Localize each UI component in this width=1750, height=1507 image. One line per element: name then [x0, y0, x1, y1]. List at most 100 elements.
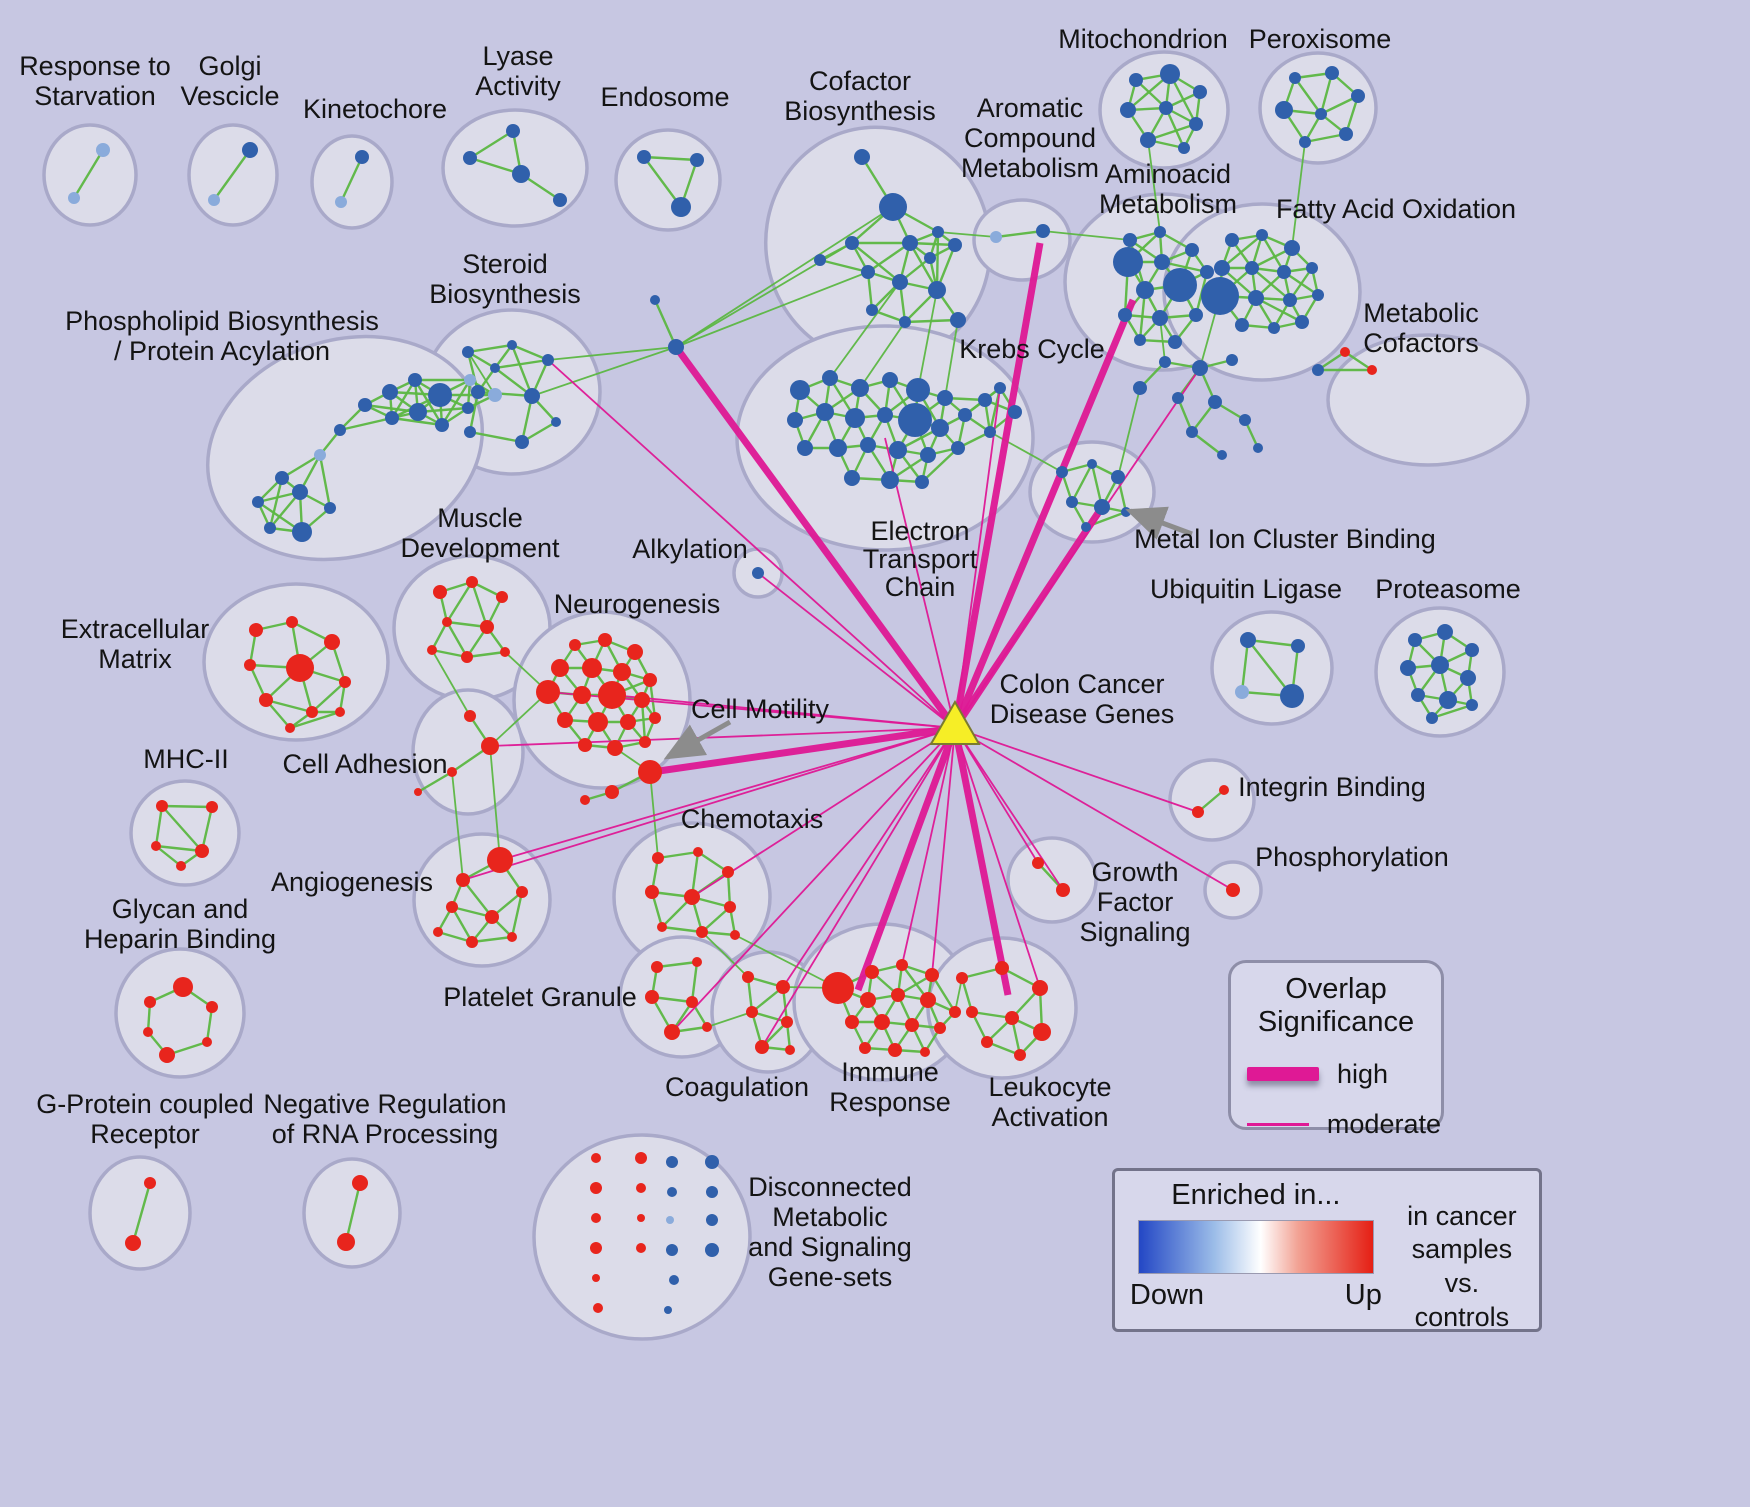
immune-response-node[interactable]: [874, 1014, 890, 1030]
phospholipid-biosynthesis-node[interactable]: [324, 502, 336, 514]
fatty-acid-oxidation-node[interactable]: [1312, 289, 1324, 301]
mitochondrion-node[interactable]: [1120, 102, 1136, 118]
immune-response-node[interactable]: [925, 968, 939, 982]
mhc-ii-node[interactable]: [195, 844, 209, 858]
proteasome-node[interactable]: [1460, 670, 1476, 686]
extracellular-matrix-node[interactable]: [339, 676, 351, 688]
disconnected-gene-sets-node[interactable]: [591, 1213, 601, 1223]
integrin-binding-node[interactable]: [1192, 806, 1204, 818]
metabolic-cofactors-node[interactable]: [1312, 364, 1324, 376]
steroid-biosynthesis-node[interactable]: [524, 388, 540, 404]
phospholipid-biosynthesis-node[interactable]: [435, 418, 449, 432]
chemotaxis-node[interactable]: [652, 852, 664, 864]
aromatic-compound-metabolism-node[interactable]: [990, 231, 1002, 243]
fatty-acid-oxidation-node[interactable]: [1268, 322, 1280, 334]
platelet-granule-node[interactable]: [686, 996, 698, 1008]
disconnected-gene-sets-node[interactable]: [635, 1152, 647, 1164]
cell-adhesion-node[interactable]: [464, 710, 476, 722]
steroid-biosynthesis-node[interactable]: [515, 435, 529, 449]
metabolic-cofactors-node[interactable]: [1367, 365, 1377, 375]
muscle-development-node[interactable]: [480, 620, 494, 634]
metabolic-tree-node[interactable]: [1217, 450, 1227, 460]
electron-transport-chain-node[interactable]: [845, 408, 865, 428]
mhc-ii-node[interactable]: [156, 800, 168, 812]
cofactor-biosynthesis-node[interactable]: [932, 226, 944, 238]
immune-response-node[interactable]: [859, 1042, 871, 1054]
glycan-heparin-binding-node[interactable]: [159, 1047, 175, 1063]
phosphorylation-node[interactable]: [1226, 883, 1240, 897]
neurogenesis-node[interactable]: [613, 663, 631, 681]
disconnected-gene-sets-node[interactable]: [664, 1306, 672, 1314]
angiogenesis-node[interactable]: [446, 901, 458, 913]
mitochondrion-node[interactable]: [1189, 117, 1203, 131]
disconnected-gene-sets-node[interactable]: [705, 1155, 719, 1169]
electron-transport-chain-node[interactable]: [958, 408, 972, 422]
disconnected-gene-sets-node[interactable]: [636, 1183, 646, 1193]
metal-ion-cluster-binding-node[interactable]: [1121, 507, 1131, 517]
immune-response-node[interactable]: [920, 1047, 930, 1057]
muscle-development-node[interactable]: [461, 651, 473, 663]
extracellular-matrix-node[interactable]: [285, 723, 295, 733]
peroxisome-node[interactable]: [1315, 108, 1327, 120]
metabolic-tree-node[interactable]: [1208, 395, 1222, 409]
platelet-granule-node[interactable]: [651, 961, 663, 973]
leukocyte-activation-node[interactable]: [1005, 1011, 1019, 1025]
mitochondrion-node[interactable]: [1159, 101, 1173, 115]
electron-transport-chain-node[interactable]: [931, 419, 949, 437]
coagulation-node[interactable]: [755, 1040, 769, 1054]
kinetochore-node[interactable]: [335, 196, 347, 208]
disconnected-gene-sets-node[interactable]: [706, 1214, 718, 1226]
electron-transport-chain-node[interactable]: [851, 379, 869, 397]
fatty-acid-oxidation-node[interactable]: [1214, 260, 1230, 276]
neurogenesis-node[interactable]: [639, 736, 651, 748]
cell-motility-node[interactable]: [605, 785, 619, 799]
metabolic-tree-node[interactable]: [1172, 392, 1184, 404]
metabolic-tree-node[interactable]: [1253, 443, 1263, 453]
steroid-biosynthesis-node[interactable]: [542, 354, 554, 366]
immune-response-node[interactable]: [822, 972, 854, 1004]
response-to-starvation-node[interactable]: [68, 192, 80, 204]
angiogenesis-node[interactable]: [507, 932, 517, 942]
platelet-granule-node[interactable]: [645, 990, 659, 1004]
metabolic-tree-node[interactable]: [1192, 360, 1208, 376]
electron-transport-chain-node[interactable]: [822, 370, 838, 386]
phospholipid-biosynthesis-node[interactable]: [334, 424, 346, 436]
neurogenesis-node[interactable]: [557, 712, 573, 728]
extracellular-matrix-node[interactable]: [286, 616, 298, 628]
endosome-node[interactable]: [671, 197, 691, 217]
phospholipid-biosynthesis-node[interactable]: [382, 384, 398, 400]
proteasome-node[interactable]: [1465, 643, 1479, 657]
cell-adhesion-node[interactable]: [414, 788, 422, 796]
electron-transport-chain-node[interactable]: [787, 412, 803, 428]
mitochondrion-node[interactable]: [1140, 132, 1156, 148]
electron-transport-chain-node[interactable]: [898, 403, 932, 437]
platelet-granule-node[interactable]: [664, 1024, 680, 1040]
electron-transport-chain-node[interactable]: [877, 407, 893, 423]
chemotaxis-node[interactable]: [724, 901, 736, 913]
phospholipid-biosynthesis-node[interactable]: [358, 398, 372, 412]
steroid-biosynthesis-node[interactable]: [490, 363, 500, 373]
neurogenesis-node[interactable]: [569, 639, 581, 651]
disconnected-gene-sets-node[interactable]: [669, 1275, 679, 1285]
aminoacid-metabolism-node[interactable]: [1154, 254, 1170, 270]
steroid-biosynthesis-node[interactable]: [464, 426, 476, 438]
golgi-vescicle-node[interactable]: [242, 142, 258, 158]
electron-transport-chain-node[interactable]: [816, 403, 834, 421]
muscle-development-node[interactable]: [442, 617, 452, 627]
metal-ion-cluster-binding-node[interactable]: [1066, 496, 1078, 508]
phospholipid-biosynthesis-node[interactable]: [264, 522, 276, 534]
fatty-acid-oxidation-node[interactable]: [1284, 240, 1300, 256]
golgi-vescicle-node[interactable]: [208, 194, 220, 206]
chemotaxis-node[interactable]: [730, 930, 740, 940]
phospholipid-biosynthesis-node[interactable]: [314, 449, 326, 461]
electron-transport-chain-node[interactable]: [994, 382, 1006, 394]
chemotaxis-node[interactable]: [722, 866, 734, 878]
aminoacid-metabolism-node[interactable]: [1136, 281, 1154, 299]
leukocyte-activation-node[interactable]: [1032, 980, 1048, 996]
disconnected-gene-sets-node[interactable]: [592, 1274, 600, 1282]
endosome-node[interactable]: [637, 150, 651, 164]
disconnected-gene-sets-node[interactable]: [705, 1243, 719, 1257]
electron-transport-chain-node[interactable]: [882, 372, 898, 388]
immune-response-node[interactable]: [905, 1018, 919, 1032]
immune-response-node[interactable]: [949, 1006, 961, 1018]
